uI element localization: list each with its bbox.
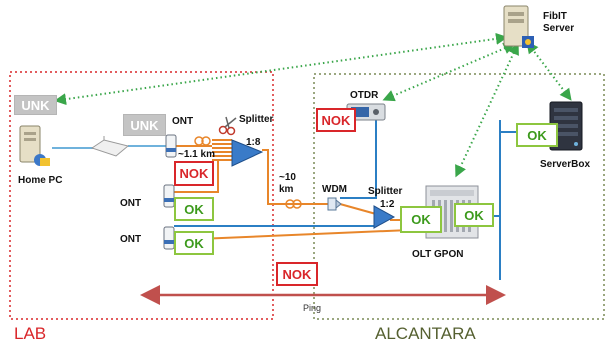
desktop-pc-icon — [19, 125, 50, 166]
lab-region-label: LAB — [14, 324, 47, 343]
otdr-device-icon — [346, 103, 386, 121]
home-pc-label: Home PC — [18, 175, 63, 186]
otdr-label: OTDR — [350, 90, 379, 101]
splitter-triangle-icon — [231, 139, 264, 167]
ont-nok-status-badge: NOK — [174, 161, 214, 186]
ping-status-badge: NOK — [276, 262, 318, 286]
ont-device-icon — [165, 134, 177, 158]
ont-bottom-status-badge: OK — [174, 231, 214, 255]
serverbox-label: ServerBox — [540, 159, 591, 170]
olt-status-badge-2: OK — [454, 203, 494, 227]
ont-bottom-label: ONT — [120, 234, 142, 245]
management-links — [54, 32, 572, 178]
scissors-icon — [218, 116, 237, 136]
lan-cables — [52, 145, 166, 149]
otdr-status-badge: NOK — [316, 108, 356, 132]
unknown-status-badge: UNK — [14, 95, 57, 115]
ont-mid-label: ONT — [120, 198, 142, 209]
server-tower-icon — [503, 5, 534, 48]
wdm-label: WDM — [322, 184, 347, 195]
ping-label: Ping — [303, 303, 322, 313]
ont-mid-status-badge: OK — [174, 197, 214, 221]
serverbox-status-badge: OK — [516, 123, 558, 147]
splitter-top-label: Splitter — [239, 114, 274, 125]
splitter-triangle-icon — [373, 205, 396, 229]
fibers-orange — [173, 139, 412, 241]
ont-device-icon — [163, 184, 175, 208]
olt-status-badge-1: OK — [400, 206, 442, 233]
fiber-coil-icon — [194, 136, 302, 209]
splitter-bottom-ratio: 1:2 — [380, 199, 395, 210]
distance-long-label-2: km — [279, 184, 294, 195]
olt-label: OLT GPON — [412, 249, 464, 260]
wdm-coupler-icon — [327, 197, 342, 211]
fibit-server-label: FibIT Server — [543, 11, 575, 34]
rack-server-icon — [549, 101, 583, 151]
splitter-bottom-label: Splitter — [368, 186, 403, 197]
alcantara-region-label: ALCANTARA — [375, 324, 476, 343]
splitter-top-ratio: 1:8 — [246, 137, 261, 148]
router-icon — [90, 136, 130, 157]
ont-unknown-status-badge: UNK — [123, 114, 166, 136]
distance-short-label: ~1.1 km — [178, 149, 215, 160]
distance-long-label-1: ~10 — [279, 172, 296, 183]
ont-top-label: ONT — [172, 116, 194, 127]
